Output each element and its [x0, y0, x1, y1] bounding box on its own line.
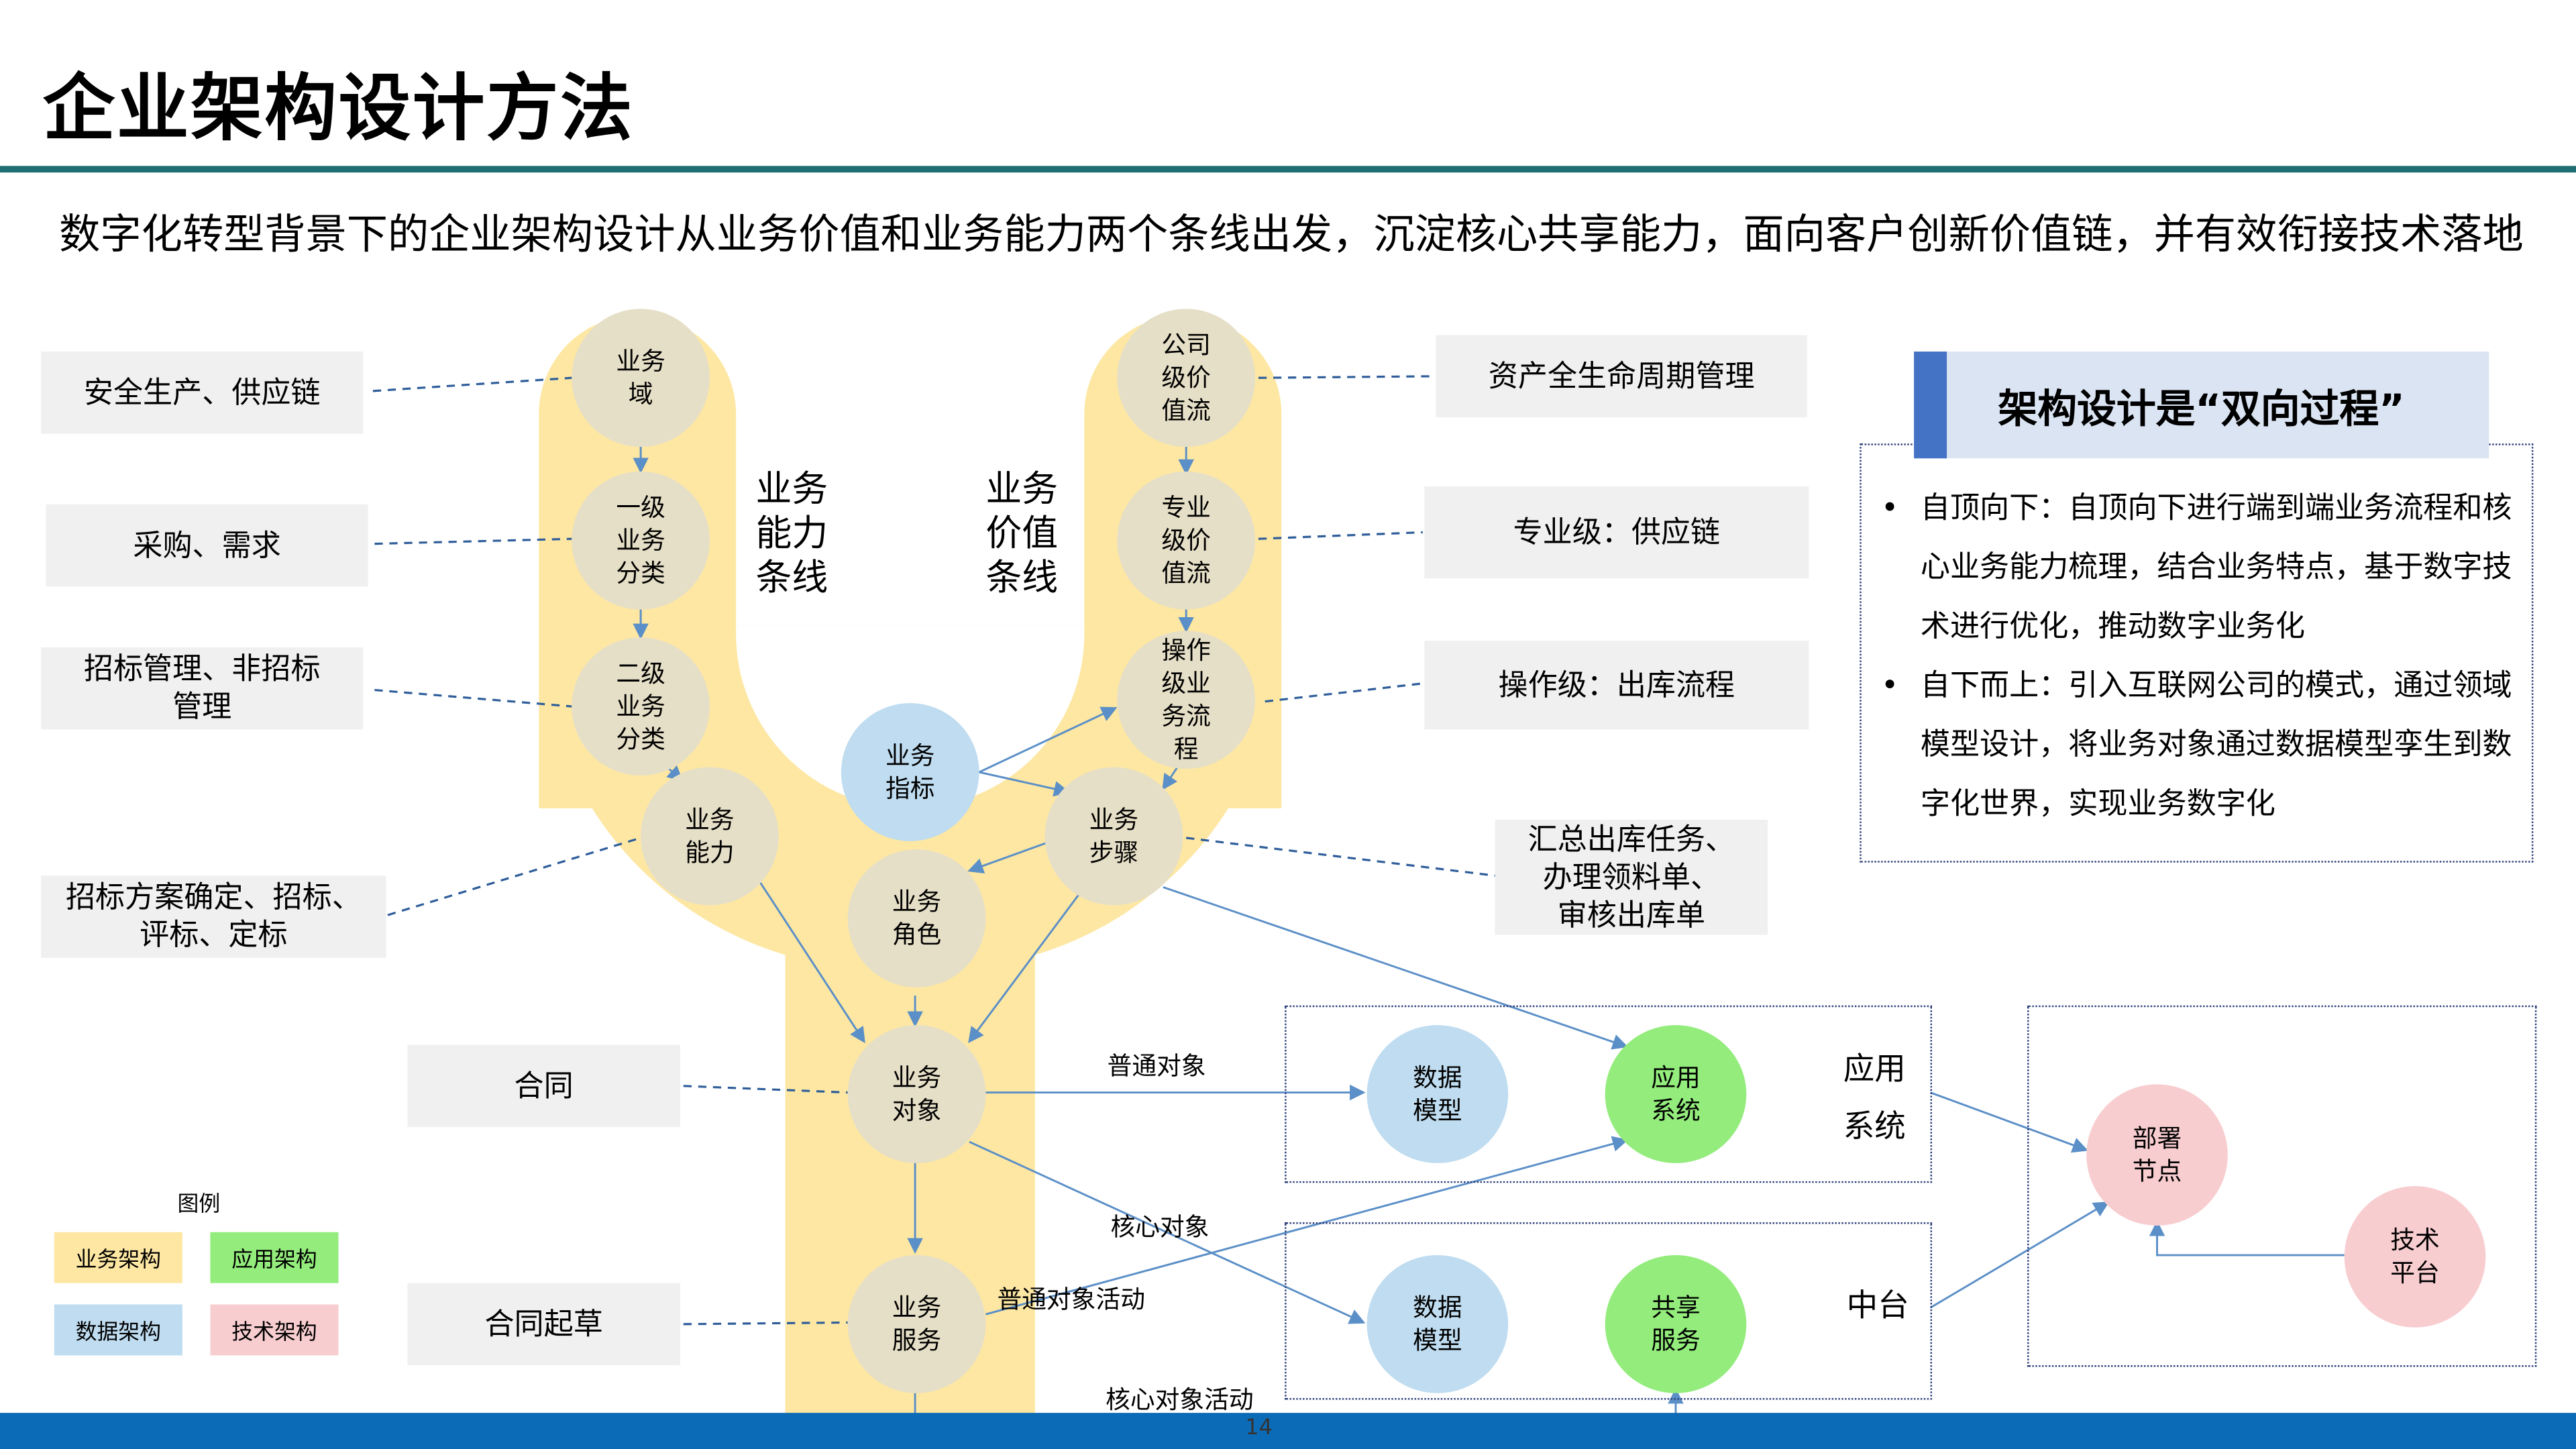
footer-bar	[0, 1413, 2576, 1449]
middle-platform-group	[1285, 1222, 1933, 1400]
page-title: 企业架构设计方法	[42, 67, 635, 152]
tech-platform-node: 技术 平台	[2344, 1186, 2486, 1328]
middle-platform-group-label: 中台	[1846, 1288, 1909, 1324]
example-outbound: 汇总出库任务、 办理领料单、 审核出库单	[1495, 820, 1768, 935]
app-system-group	[1285, 1005, 1933, 1183]
example-bidding: 招标管理、非招标 管理	[41, 647, 364, 730]
edge-label-normal-object: 普通对象	[1107, 1051, 1206, 1081]
callout-title: 架构设计是“双向过程”	[1914, 352, 2489, 459]
company-value-node: 公司 级价 值流	[1117, 309, 1256, 447]
biz-indicator-node: 业务 指标	[841, 703, 979, 841]
example-contract-draft: 合同起草	[407, 1283, 680, 1366]
biz-role-node: 业务 角色	[847, 849, 986, 987]
title-underline	[0, 166, 2576, 173]
data-model-node-2: 数据 模型	[1366, 1255, 1509, 1393]
tech-group	[2027, 1005, 2537, 1367]
biz-capability-node: 业务 能力	[641, 767, 779, 906]
page-number: 14	[1245, 1416, 1273, 1441]
example-purchase: 采购、需求	[46, 504, 368, 587]
callout-list: 自顶向下：自顶向下进行端到端业务流程和核心业务能力梳理，结合业务特点，基于数字技…	[1881, 480, 2522, 835]
biz-step-node: 业务 步骤	[1044, 767, 1183, 906]
app-system-group-label: 应用 系统	[1843, 1051, 1906, 1145]
legend-business: 业务架构	[54, 1232, 182, 1283]
ops-value-node: 操作 级业 务流 程	[1117, 631, 1256, 769]
example-bid-plan: 招标方案确定、招标、 评标、定标	[41, 875, 386, 958]
capability-axis-label: 业务 能力 条线	[755, 470, 828, 600]
example-pro-level: 专业级：供应链	[1424, 486, 1809, 579]
deploy-node: 部署 节点	[2086, 1084, 2228, 1226]
edge-label-normal-activity: 普通对象活动	[997, 1285, 1145, 1315]
data-model-node-1: 数据 模型	[1366, 1025, 1509, 1163]
value-axis-label: 业务 价值 条线	[985, 470, 1059, 600]
l2-category-node: 二级 业务 分类	[572, 637, 710, 775]
callout-item-top-down: 自顶向下：自顶向下进行端到端业务流程和核心业务能力梳理，结合业务特点，基于数字技…	[1881, 480, 2522, 657]
edge-label-core-activity: 核心对象活动	[1106, 1385, 1254, 1415]
example-ops-level: 操作级：出库流程	[1424, 641, 1809, 730]
shared-service-node: 共享 服务	[1605, 1255, 1747, 1393]
pro-value-node: 专业 级价 值流	[1117, 471, 1256, 610]
callout-accent-bar	[1914, 352, 1947, 459]
callout-item-bottom-up: 自下而上：引入互联网公司的模式，通过领域模型设计，将业务对象通过数据模型孪生到数…	[1881, 657, 2522, 835]
example-safety: 安全生产、供应链	[41, 352, 364, 434]
legend-application: 应用架构	[210, 1232, 339, 1283]
example-contract: 合同	[407, 1044, 680, 1128]
biz-object-node: 业务 对象	[847, 1025, 986, 1163]
app-system-node: 应用 系统	[1605, 1025, 1747, 1163]
page-subtitle: 数字化转型背景下的企业架构设计从业务价值和业务能力两个条线出发，沉淀核心共享能力…	[59, 210, 2524, 258]
legend-data: 数据架构	[54, 1304, 182, 1356]
biz-domain-node: 业务 域	[572, 309, 710, 447]
edge-label-core-object: 核心对象	[1110, 1212, 1210, 1242]
l1-category-node: 一级 业务 分类	[572, 471, 710, 610]
legend-title: 图例	[177, 1192, 221, 1218]
biz-service-node: 业务 服务	[847, 1255, 986, 1393]
example-asset: 资产全生命周期管理	[1436, 335, 1807, 418]
legend-technology: 技术架构	[210, 1304, 339, 1356]
